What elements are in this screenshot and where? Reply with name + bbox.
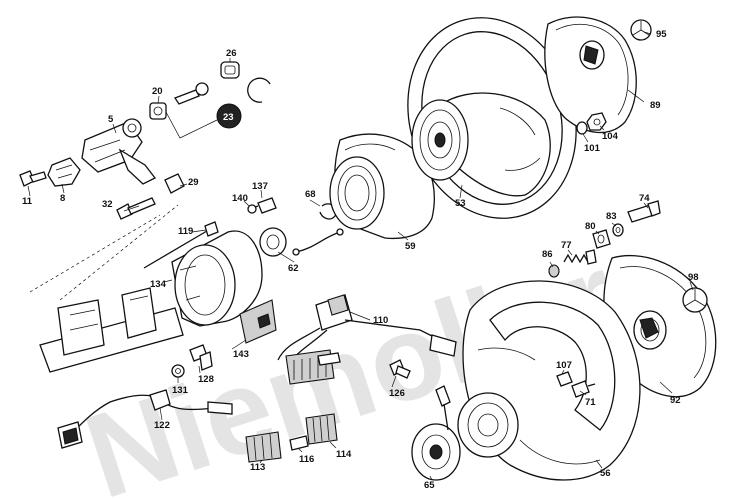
ring-62 (259, 227, 287, 257)
callout-107: 107 (556, 360, 572, 371)
callout-95: 95 (656, 29, 667, 40)
pin-119 (143, 227, 213, 269)
callout-labels: 5 8 11 20 23 26 29 32 53 56 59 62 65 68 … (22, 29, 699, 491)
callout-26: 26 (226, 48, 237, 59)
sleeve-20 (149, 102, 167, 120)
snap-ring (247, 77, 271, 103)
callout-89: 89 (650, 100, 661, 111)
callout-23: 23 (223, 112, 234, 123)
screw-11 (19, 170, 47, 187)
callout-131: 131 (172, 385, 189, 396)
callout-62: 62 (288, 263, 299, 274)
callout-53: 53 (455, 198, 466, 209)
callout-143: 143 (233, 349, 249, 360)
connector-29 (164, 173, 185, 194)
pin-119-head (204, 221, 219, 237)
emblem-95 (630, 19, 652, 41)
spring-77 (563, 249, 597, 265)
callout-140: 140 (232, 193, 248, 204)
callout-71: 71 (585, 397, 596, 408)
callout-113: 113 (250, 462, 265, 473)
callout-59: 59 (405, 241, 416, 252)
plug-116 (289, 435, 309, 451)
callout-101: 101 (584, 143, 601, 154)
callout-119: 119 (178, 226, 193, 237)
callout-20: 20 (152, 86, 163, 97)
callout-83: 83 (606, 211, 617, 222)
callout-65: 65 (424, 480, 435, 491)
callout-128: 128 (198, 374, 214, 385)
callout-11: 11 (22, 196, 33, 207)
hub-65 (411, 385, 461, 481)
screw-126 (389, 359, 411, 379)
callout-80: 80 (585, 221, 596, 232)
lock-barrel (47, 157, 81, 187)
washer-140 (247, 204, 257, 214)
callout-134: 134 (150, 279, 167, 290)
callout-110: 110 (373, 315, 388, 326)
emblem-98 (682, 287, 708, 313)
nut-104 (586, 112, 607, 131)
steering-wheel (407, 17, 577, 219)
steering-column (29, 204, 184, 373)
callout-137: 137 (252, 181, 268, 192)
connector-114 (305, 413, 338, 445)
callout-56: 56 (600, 468, 611, 479)
cable-122 (57, 389, 233, 449)
leader-lines (27, 31, 694, 481)
callout-122: 122 (154, 420, 170, 431)
part-23-marker (165, 103, 242, 139)
washer-131 (171, 364, 185, 378)
clip-68 (292, 203, 344, 256)
bolt-74 (627, 200, 661, 223)
airbag-module (544, 16, 637, 134)
callout-5: 5 (108, 114, 114, 125)
callout-8: 8 (60, 193, 65, 204)
bolt-32 (116, 197, 156, 220)
callout-74: 74 (639, 193, 650, 204)
callout-29: 29 (188, 177, 199, 188)
switch-housing (171, 230, 263, 327)
callout-86: 86 (542, 249, 553, 260)
callout-116: 116 (299, 454, 314, 465)
callout-32: 32 (102, 199, 113, 210)
connector-113 (245, 431, 282, 463)
washer-83 (612, 223, 624, 237)
callout-114: 114 (336, 449, 352, 460)
steering-wheel-rear (457, 280, 641, 481)
column-cover (329, 133, 435, 240)
trim-143 (239, 299, 277, 344)
callout-98: 98 (688, 272, 699, 283)
bolt-128 (189, 344, 213, 371)
callout-77: 77 (561, 240, 572, 251)
bolt-107 (556, 371, 573, 387)
callout-92: 92 (670, 395, 681, 406)
callout-126: 126 (389, 388, 405, 399)
washer-86 (548, 264, 560, 278)
cap-26 (220, 61, 240, 79)
spacer-80 (592, 229, 611, 249)
connector-block (285, 349, 341, 385)
callout-68: 68 (305, 189, 316, 200)
callout-104: 104 (602, 131, 619, 142)
key (174, 82, 209, 105)
washer-101 (576, 121, 588, 135)
bolt-71 (571, 380, 596, 398)
ignition-switch (81, 118, 156, 185)
